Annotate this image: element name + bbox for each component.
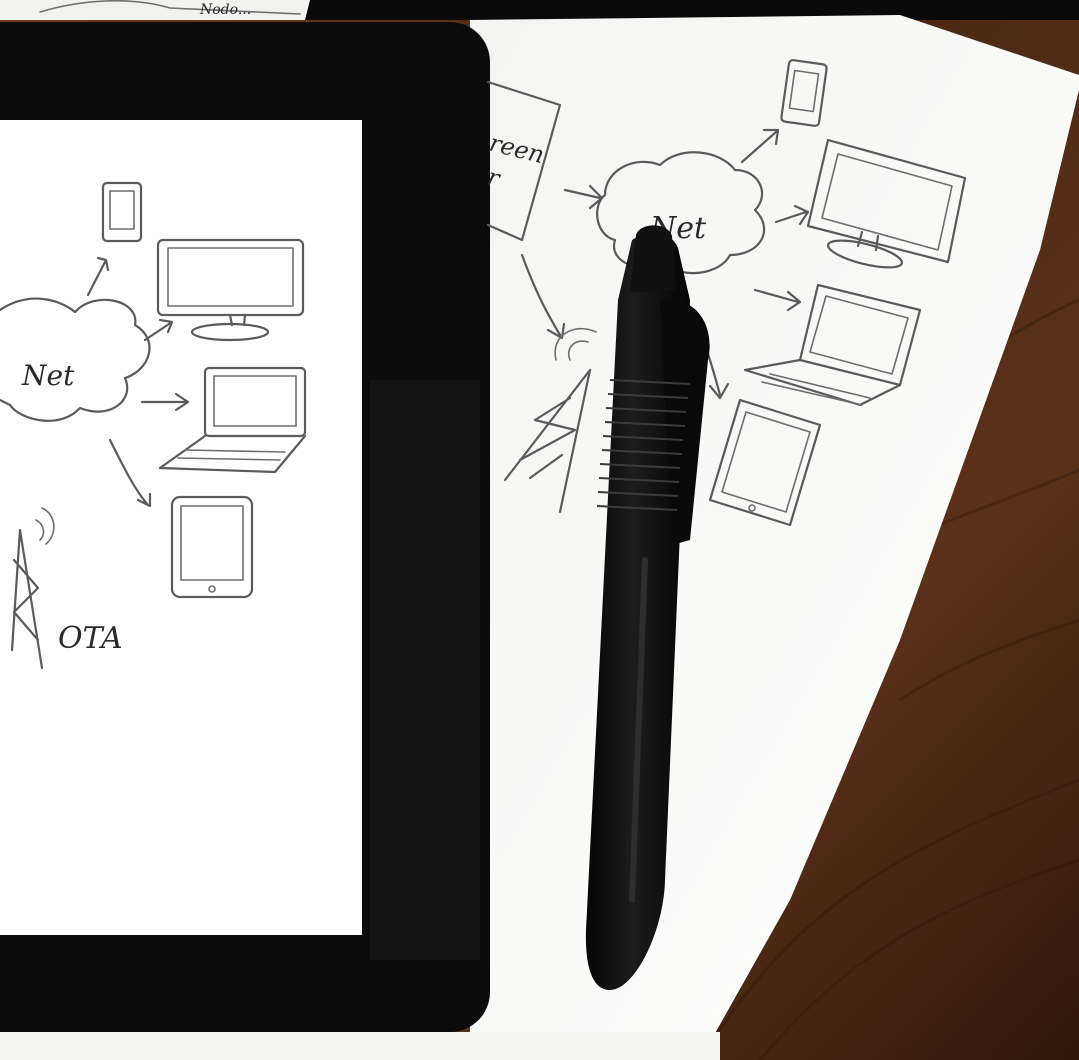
tablet-sheen xyxy=(370,380,480,960)
bottom-strip xyxy=(0,1032,720,1060)
tablet-net-label: Net xyxy=(21,359,75,392)
scrap-text: Nodo... xyxy=(199,2,251,18)
ota-label: OTA xyxy=(58,621,123,656)
pen-plunger xyxy=(630,225,676,292)
